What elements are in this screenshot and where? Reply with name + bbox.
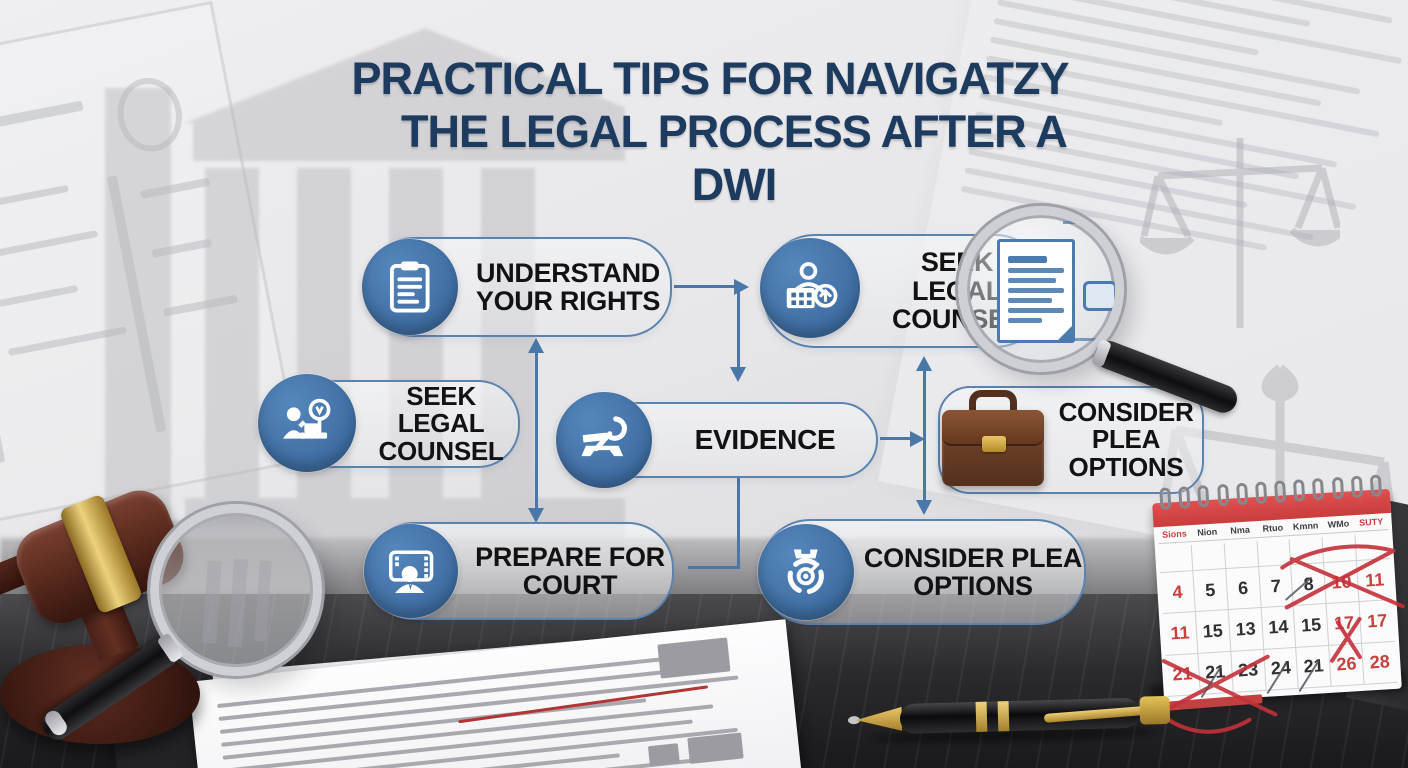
- title-line-1: PRACTICAL TIPS FOR NAVIGATZY: [351, 53, 1069, 104]
- calendar-date: 11: [1357, 559, 1393, 603]
- calendar-date: 4: [1160, 571, 1196, 615]
- page-title: PRACTICAL TIPS FOR NAVIGATZY THE LEGAL P…: [320, 52, 1100, 211]
- node-label: SEEK LEGAL COUNSEL: [378, 381, 504, 466]
- day-header: Sions: [1161, 528, 1187, 540]
- calendar-date: 15: [1195, 610, 1232, 654]
- courtroom-screen-icon: [364, 524, 458, 618]
- day-header: Kmnn: [1292, 520, 1319, 532]
- calendar-date: 7: [1258, 565, 1295, 609]
- arrowhead-down: [730, 367, 746, 382]
- calendar-date: 8: [1291, 563, 1327, 607]
- calendar-date: 11: [1162, 612, 1199, 656]
- connector-vertical-left: [535, 352, 538, 508]
- document-icon: [997, 239, 1075, 343]
- pen: [847, 684, 1178, 753]
- pen-cap: [1139, 695, 1171, 725]
- briefcase-icon: [942, 390, 1044, 486]
- calendar-date: 5: [1193, 569, 1229, 613]
- target-icon: [758, 524, 854, 620]
- arrowhead-up: [528, 338, 544, 353]
- calendar-date: 24: [1263, 647, 1300, 691]
- clipboard-icon: [362, 239, 458, 335]
- arrowhead-right: [910, 431, 925, 447]
- connector-evidence-elbow-h: [688, 566, 740, 569]
- node-label: PREPARE FOR COURT: [475, 541, 665, 600]
- lawyer-office-icon: [760, 238, 860, 338]
- calendar-date: 28: [1362, 641, 1398, 685]
- calendar-date: 26: [1329, 643, 1365, 687]
- scales-of-justice-small: [1140, 138, 1340, 328]
- consultation-icon: [258, 374, 356, 472]
- day-header: Rtuo: [1262, 522, 1284, 534]
- magnifier-left-glass: [150, 504, 322, 676]
- calendar-date: 21: [1296, 645, 1332, 689]
- desk-calendar: Sions Nion Nma Rtuo Kmnn WMo SUTY 4 5 6 …: [1152, 474, 1405, 734]
- arrowhead-down: [916, 500, 932, 515]
- day-header: WMo: [1327, 518, 1350, 530]
- calendar-date: 17: [1359, 600, 1396, 644]
- day-header: SUTY: [1358, 516, 1384, 528]
- calendar-date: 14: [1261, 606, 1297, 650]
- connector-evidence-elbow-v: [737, 478, 740, 569]
- page-outline-icon: [1063, 221, 1115, 341]
- day-header: Nion: [1196, 526, 1218, 538]
- connector-vertical-right: [923, 370, 926, 500]
- calendar-date: 21: [1198, 651, 1234, 695]
- calendar-grid: 4 5 6 7 8 10 11 11 15 13 14 15 17 17 21 …: [1158, 533, 1398, 697]
- node-label: EVIDENCE: [694, 424, 836, 456]
- connector-evidence-to-plea: [880, 437, 910, 440]
- magnifier-top-glass: [958, 206, 1124, 372]
- calendar-date: 13: [1228, 608, 1264, 652]
- title-line-2: THE LEGAL PROCESS AFTER A DWI: [401, 106, 1068, 211]
- connector-down-to-evidence: [737, 287, 740, 367]
- connector-rights-to-counsel: [674, 285, 734, 288]
- node-label: CONSIDER PLEA OPTIONS: [1058, 397, 1194, 482]
- wrench-icon: [556, 392, 652, 488]
- calendar-date: 6: [1225, 567, 1262, 611]
- stamp-icon: [1083, 281, 1115, 311]
- node-label: CONSIDER PLEA OPTIONS: [863, 542, 1083, 601]
- day-header: Nma: [1229, 524, 1251, 536]
- node-label: UNDERSTAND YOUR RIGHTS: [475, 257, 661, 316]
- calendar-date: 15: [1294, 604, 1330, 648]
- calendar-date: 10: [1324, 561, 1360, 605]
- arrowhead-down: [528, 508, 544, 523]
- arrowhead-up: [916, 356, 932, 371]
- calendar-date: 17: [1326, 602, 1363, 646]
- calendar-date: 23: [1231, 649, 1267, 693]
